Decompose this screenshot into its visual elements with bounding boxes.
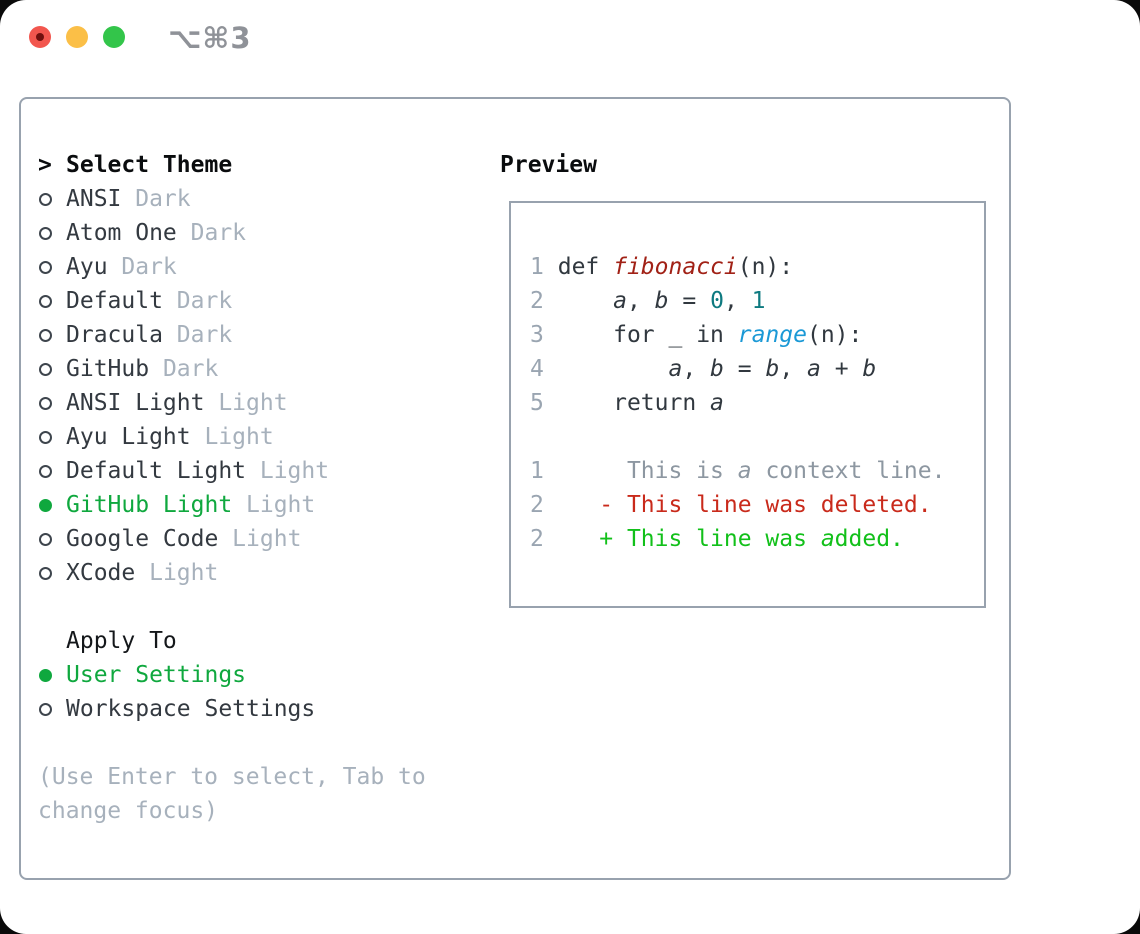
option-label: Ayu Light Light <box>66 424 274 450</box>
option-label: GitHub Dark <box>66 356 219 382</box>
option-label: Workspace Settings <box>66 696 316 722</box>
radio-icon[interactable] <box>39 294 52 308</box>
theme-option-dracula[interactable]: Dracula Dark <box>38 318 458 352</box>
window-shortcut-label: ⌥⌘3 <box>168 21 252 55</box>
close-button[interactable] <box>29 26 51 48</box>
theme-option-google-code[interactable]: Google Code Light <box>38 522 458 556</box>
code-line: 5 return a <box>530 390 724 416</box>
select-theme-header: > Select Theme <box>38 148 458 182</box>
theme-option-github-light[interactable]: GitHub Light Light <box>38 488 458 522</box>
theme-option-default[interactable]: Default Dark <box>38 284 458 318</box>
radio-icon[interactable] <box>39 192 52 206</box>
option-label: Ayu Dark <box>66 254 177 280</box>
radio-icon[interactable] <box>39 430 52 444</box>
apply-option-workspace-settings[interactable]: Workspace Settings <box>38 692 458 726</box>
close-active-dot <box>36 33 44 41</box>
radio-selected-icon[interactable] <box>39 668 52 682</box>
option-label: ANSI Dark <box>66 186 191 212</box>
radio-icon[interactable] <box>39 260 52 274</box>
code-line: 2 - This line was deleted. <box>530 492 932 518</box>
theme-option-default-light[interactable]: Default Light Light <box>38 454 458 488</box>
theme-option-ansi-light[interactable]: ANSI Light Light <box>38 386 458 420</box>
radio-icon[interactable] <box>39 328 52 342</box>
radio-icon[interactable] <box>39 362 52 376</box>
option-label: GitHub Light Light <box>66 492 316 518</box>
option-label: Default Dark <box>66 288 233 314</box>
theme-option-atom-one[interactable]: Atom One Dark <box>38 216 458 250</box>
code-line: 3 for _ in range(n): <box>530 322 863 348</box>
radio-icon[interactable] <box>39 702 52 716</box>
code-line: 1 def fibonacci(n): <box>530 254 794 280</box>
radio-icon[interactable] <box>39 566 52 580</box>
code-line: 2 a, b = 0, 1 <box>530 288 766 314</box>
radio-icon[interactable] <box>39 226 52 240</box>
help-text: (Use Enter to select, Tab to change focu… <box>38 764 426 824</box>
select-theme-title: Select Theme <box>66 152 233 178</box>
theme-option-github[interactable]: GitHub Dark <box>38 352 458 386</box>
code-line: 1 This is a context line. <box>530 458 946 484</box>
theme-option-ayu[interactable]: Ayu Dark <box>38 250 458 284</box>
option-label: Dracula Dark <box>66 322 233 348</box>
zoom-button[interactable] <box>103 26 125 48</box>
prompt-caret-icon: > <box>38 152 52 178</box>
option-label: ANSI Light Light <box>66 390 288 416</box>
theme-option-xcode[interactable]: XCode Light <box>38 556 458 590</box>
apply-option-user-settings[interactable]: User Settings <box>38 658 458 692</box>
preview-title: Preview <box>500 152 597 178</box>
option-label: User Settings <box>66 662 247 688</box>
option-label: Google Code Light <box>66 526 302 552</box>
theme-option-ansi[interactable]: ANSI Dark <box>38 182 458 216</box>
apply-to-title: Apply To <box>66 628 177 654</box>
radio-icon[interactable] <box>39 396 52 410</box>
option-label: XCode Light <box>66 560 219 586</box>
radio-icon[interactable] <box>39 464 52 478</box>
option-label: Default Light Light <box>66 458 330 484</box>
code-preview: 1 def fibonacci(n): 2 a, b = 0, 1 3 for … <box>530 250 945 556</box>
theme-option-ayu-light[interactable]: Ayu Light Light <box>38 420 458 454</box>
radio-selected-icon[interactable] <box>39 498 52 512</box>
minimize-button[interactable] <box>66 26 88 48</box>
traffic-lights <box>29 26 125 48</box>
code-line: 2 + This line was added. <box>530 526 904 552</box>
apply-to-header: Apply To <box>38 624 458 658</box>
code-line: 4 a, b = b, a + b <box>530 356 877 382</box>
option-label: Atom One Dark <box>66 220 247 246</box>
preview-box: 1 def fibonacci(n): 2 a, b = 0, 1 3 for … <box>509 201 986 608</box>
radio-icon[interactable] <box>39 532 52 546</box>
